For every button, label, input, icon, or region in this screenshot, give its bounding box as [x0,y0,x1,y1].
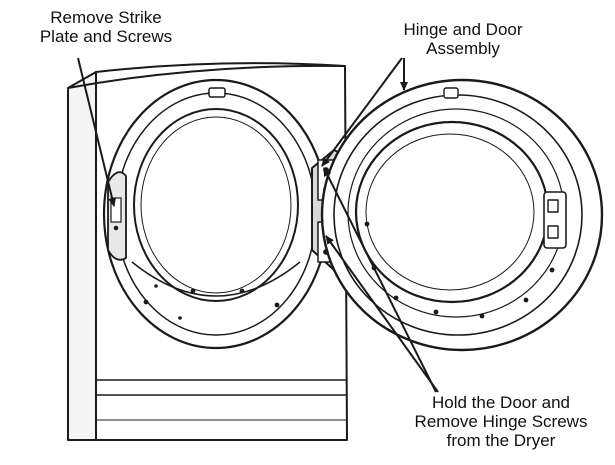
strike-plate-callout: Remove Strike Plate and Screws [39,8,173,46]
opening-lint-ring [140,116,292,294]
door-screw [523,297,529,303]
callout-arrows [77,57,439,393]
hinge-assembly-callout: Hinge and Door Assembly [403,20,523,58]
opening-screw [178,316,182,320]
dryer-cabinet [67,62,348,441]
opening-screw [239,288,245,294]
door-top-tab [443,87,459,99]
hold-door-callout: Hold the Door and Remove Hinge Screws fr… [414,393,588,450]
door-glass-inner [365,133,535,291]
door-latch-lower [547,225,559,239]
opening-screws [143,284,280,320]
arrow-strike-plate [77,57,116,207]
opening-lower-lip [131,261,301,297]
cabinet-top-edge [67,64,346,89]
door-screw [433,309,439,315]
door-screws [364,221,555,319]
door-top-latch [208,87,226,98]
opening-inner-window [133,108,299,302]
cabinet-side-panel [67,71,97,441]
cabinet-front-panel [95,62,348,441]
arrow-hold-lower [325,235,439,393]
door-screw [549,267,555,273]
strike-plate [110,197,122,223]
door-screw [393,295,399,301]
door-latch-upper [547,199,559,213]
door-assembly [311,78,604,352]
arrow-hold-upper [323,167,437,393]
opening-screw [143,299,149,305]
strike-screw [113,225,119,231]
door-glass-window [354,120,550,304]
opening-screw [154,284,158,288]
opening-screw [190,288,196,294]
door-screw [364,221,370,227]
door-screw [479,313,485,319]
arrow-hinge-to-bracket [321,57,403,167]
opening-screw [274,302,280,308]
